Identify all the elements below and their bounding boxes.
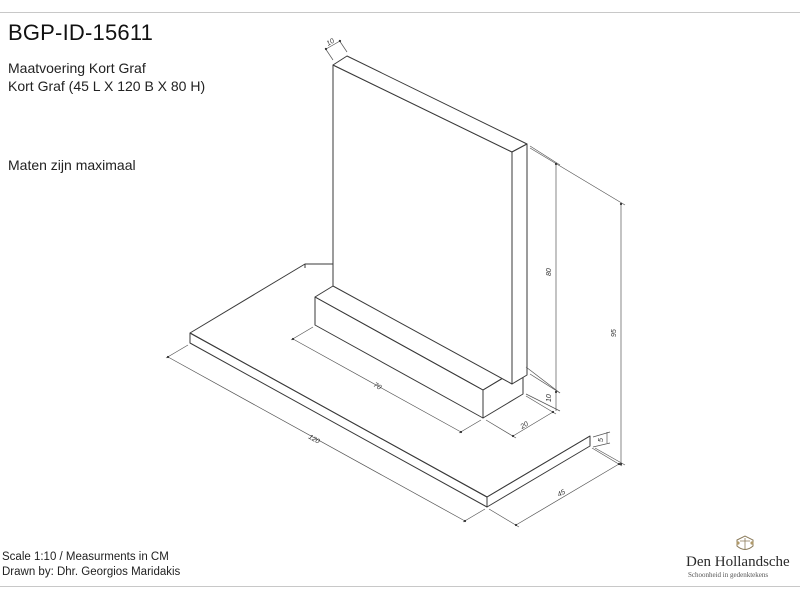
dim-plinth-depth: 20 <box>519 421 530 432</box>
dim-base-depth: 45 <box>557 489 567 499</box>
brand-logo-block: Den Hollandsche Schoonheid in gedenkteke… <box>676 530 800 580</box>
dim-headstone-thickness: 10 <box>326 38 336 48</box>
dim-plinth-height: 10 <box>546 394 553 402</box>
dim-base-height: 5 <box>598 438 605 442</box>
bottom-border <box>0 586 800 587</box>
top-border <box>0 12 800 13</box>
scale-note: Scale 1:10 / Measurments in CM <box>2 551 169 563</box>
drawing-subtitle: Maatvoering Kort Graf <box>8 60 146 76</box>
headstone <box>332 55 528 385</box>
max-dimensions-note: Maten zijn maximaal <box>8 157 136 173</box>
crest-icon <box>736 535 754 550</box>
dim-base-width: 120 <box>307 434 321 446</box>
dim-headstone-height: 80 <box>546 268 553 276</box>
dim-total-height: 95 <box>611 329 618 337</box>
drawing-spec: Kort Graf (45 L X 120 B X 80 H) <box>8 78 206 94</box>
dim-plinth-width: 70 <box>372 382 382 392</box>
brand-name: Den Hollandsche <box>686 554 790 570</box>
drawn-by: Drawn by: Dhr. Georgios Maridakis <box>2 566 181 578</box>
brand-tagline: Schoonheid in gedenktekens <box>688 571 769 579</box>
drawing-id: BGP-ID-15611 <box>8 20 154 45</box>
base-slab <box>189 263 591 508</box>
